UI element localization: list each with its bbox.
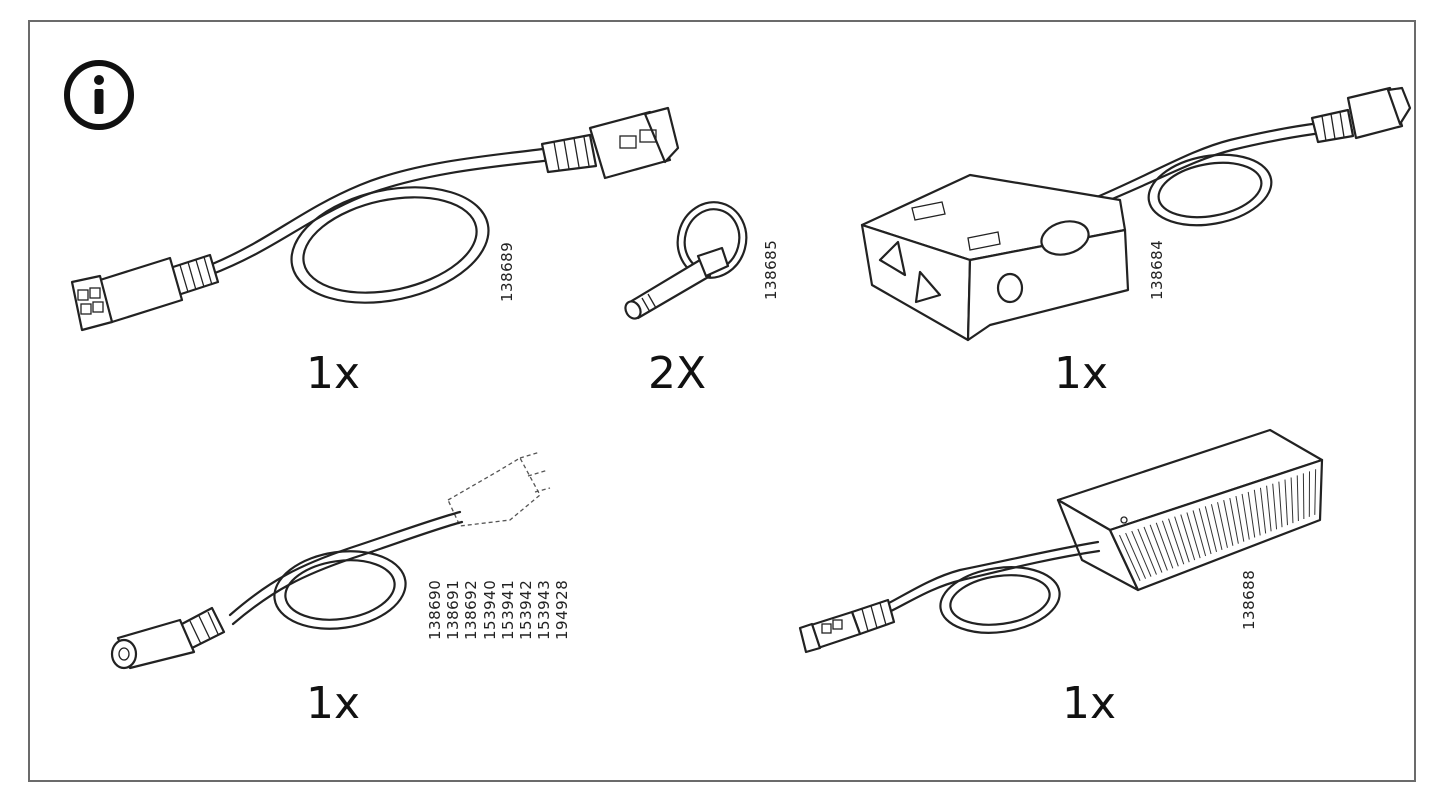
part-motor-cable: 1x (60, 100, 680, 396)
control-unit-illustration (860, 86, 1412, 342)
info-icon (64, 60, 134, 130)
pin-illustration (624, 201, 748, 320)
article-number: 138692 (462, 579, 481, 640)
quantity-label: 1x (1054, 348, 1109, 399)
quantity-label: 1x (1062, 678, 1117, 729)
article-number: 138688 (1240, 569, 1258, 630)
article-number: 153943 (535, 579, 554, 640)
article-number: 194928 (553, 579, 572, 640)
part-pin: 2X (600, 190, 800, 400)
part-power-adapter: 1x (790, 420, 1350, 730)
power-cord-illustration (110, 451, 551, 670)
parts-sheet (28, 20, 1416, 782)
article-number: 138690 (426, 579, 444, 640)
power-adapter-illustration (798, 428, 1324, 654)
quantity-label: 1x (306, 348, 361, 399)
article-number: 138684 (1148, 239, 1166, 300)
article-number: 138691 (444, 579, 463, 640)
article-numbers-list: 138690 138691 138692 153940 153941 15394… (426, 580, 572, 640)
article-number: 153942 (517, 579, 536, 640)
article-number: 138689 (498, 241, 516, 302)
part-power-cord: 1x (100, 440, 620, 730)
article-number: 153940 (480, 579, 499, 640)
quantity-label: 2X (648, 348, 707, 399)
part-control-unit: 1x (850, 80, 1420, 400)
article-number: 153941 (498, 579, 517, 640)
quantity-label: 1x (306, 678, 361, 729)
article-number: 138685 (762, 239, 780, 300)
motor-cable-illustration (70, 106, 680, 332)
